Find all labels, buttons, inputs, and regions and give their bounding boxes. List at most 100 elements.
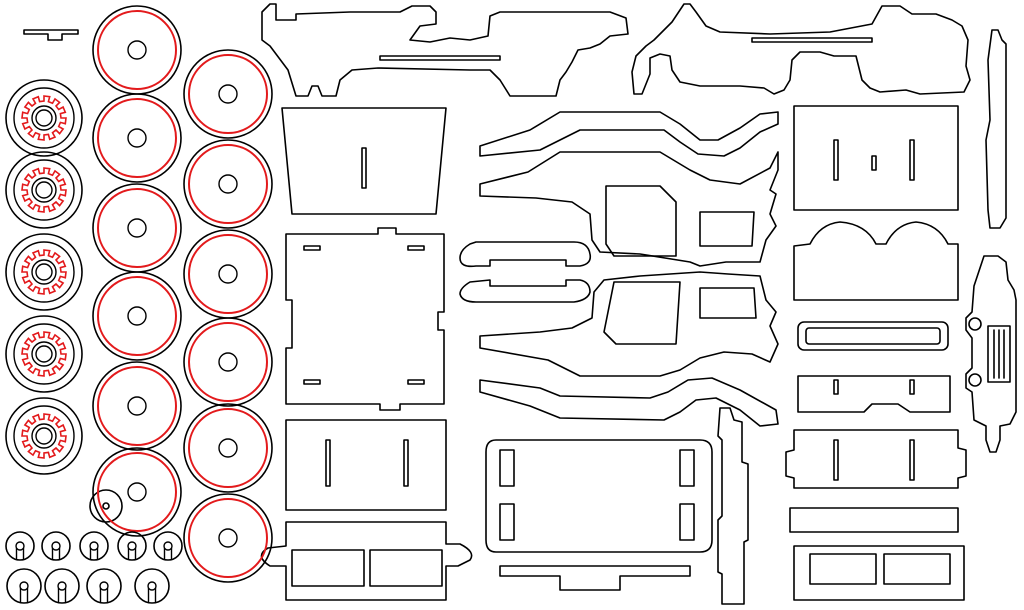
wheel-tread-engrave <box>188 498 268 578</box>
axle-hole <box>35 345 53 363</box>
cab-side-lower-part <box>479 271 779 377</box>
clip-slot <box>127 548 137 559</box>
wheel-outer-cut <box>92 361 182 451</box>
window-cutout <box>603 281 681 345</box>
plain-wheel <box>183 403 273 493</box>
grille-frame-part <box>797 321 949 351</box>
clip-outline <box>153 531 183 561</box>
wheel-hub <box>5 79 83 157</box>
cut-layer <box>23 3 1017 605</box>
clip-slot <box>19 588 29 602</box>
clip-slot <box>89 548 99 559</box>
hub-outer-cut <box>5 397 83 475</box>
axle-hole <box>218 352 238 372</box>
axle-hole <box>218 84 238 104</box>
washer-part <box>89 489 123 523</box>
axle-hole <box>218 438 238 458</box>
wheel-outer-cut <box>92 271 182 361</box>
wheel-outer-cut <box>92 447 182 537</box>
plain-wheel <box>92 5 182 95</box>
plain-wheel <box>92 183 182 273</box>
hub-ring-cut <box>13 241 75 303</box>
bracket-part <box>459 241 592 268</box>
hub-ring-cut <box>13 405 75 467</box>
headlight-hole <box>968 317 982 331</box>
clips <box>5 531 183 604</box>
slot <box>407 245 425 251</box>
chassis-rail-part <box>479 111 779 157</box>
slot <box>833 139 839 181</box>
window-cutout <box>291 549 365 587</box>
post-part <box>985 29 1007 229</box>
rear-block-part <box>785 429 967 489</box>
seat-part <box>793 221 959 301</box>
hub-inner-cut <box>31 105 57 131</box>
clip-slot <box>57 588 67 602</box>
slot <box>325 439 331 487</box>
axle-clip <box>117 531 147 561</box>
plain-wheels <box>92 5 273 583</box>
window-cutout <box>883 553 951 585</box>
bumper-part <box>260 521 473 601</box>
clip-hole <box>57 581 67 591</box>
wheel-tread-engrave <box>97 10 177 90</box>
wheel-tread-engrave <box>97 366 177 446</box>
wheel-hub <box>5 151 83 229</box>
clip-slot <box>163 548 173 559</box>
window-cutout <box>699 287 757 319</box>
slot <box>499 449 515 487</box>
hub-ring-cut <box>13 159 75 221</box>
clip-hole <box>99 581 109 591</box>
slot <box>379 55 501 61</box>
slot <box>909 379 915 395</box>
hub-ring-cut <box>13 87 75 149</box>
wheel-tread-engrave <box>188 408 268 488</box>
plain-wheel <box>183 49 273 139</box>
cab-side-upper-part <box>479 151 779 267</box>
slot <box>833 379 839 395</box>
hub-inner-cut <box>31 177 57 203</box>
axle-hole <box>127 482 147 502</box>
wheel-outer-cut <box>183 317 273 407</box>
slot <box>833 439 839 481</box>
clip-slot <box>51 548 61 559</box>
wheel-tread-engrave <box>188 144 268 224</box>
hub-inner-cut <box>31 423 57 449</box>
axle-clip <box>44 568 80 604</box>
slot <box>303 379 321 385</box>
clip-hole <box>15 541 25 551</box>
axle-clip <box>134 568 170 604</box>
wheel-outer-cut <box>92 93 182 183</box>
plain-wheel <box>92 447 182 537</box>
hub-gear-engrave <box>21 249 67 295</box>
grille-slot <box>805 327 941 345</box>
wheel-outer-cut <box>183 229 273 319</box>
axle-hole <box>127 306 147 326</box>
chassis-rail-part <box>479 377 779 427</box>
seat-back-part <box>793 105 959 211</box>
clip-outline <box>79 531 109 561</box>
clip-outline <box>6 568 42 604</box>
plain-wheel <box>92 361 182 451</box>
wheel-tread-engrave <box>188 322 268 402</box>
post-part <box>717 407 749 605</box>
clip-hole <box>147 581 157 591</box>
axle-clip <box>153 531 183 561</box>
wheel-tread-engrave <box>97 452 177 532</box>
axle-hole <box>127 128 147 148</box>
clip-outline <box>86 568 122 604</box>
wheel-hubs <box>5 79 83 475</box>
clip-slot <box>147 588 157 602</box>
axle-hole <box>35 181 53 199</box>
wheel-hub <box>5 233 83 311</box>
body-side-right-part <box>631 3 971 95</box>
plain-wheel <box>183 317 273 407</box>
slot <box>403 439 409 487</box>
plain-wheel <box>92 93 182 183</box>
bar-part <box>789 507 959 533</box>
wheel-outer-cut <box>183 493 273 583</box>
clip-slot <box>15 548 25 559</box>
slot <box>407 379 425 385</box>
plain-wheel <box>183 139 273 229</box>
